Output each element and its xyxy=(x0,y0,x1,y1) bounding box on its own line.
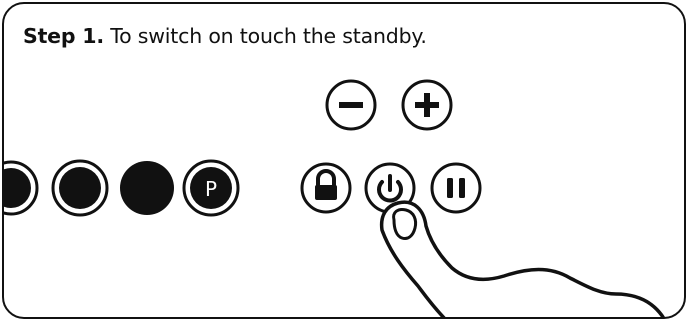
partial-button-icon xyxy=(4,162,37,214)
minus-icon xyxy=(339,102,363,108)
filled-button-2[interactable] xyxy=(120,161,174,215)
plus-button[interactable] xyxy=(403,81,451,129)
pointing-finger-illustration xyxy=(382,202,666,319)
filled-button-1[interactable] xyxy=(53,161,107,215)
control-panel-illustration: P xyxy=(4,4,686,319)
minus-button[interactable] xyxy=(327,81,375,129)
program-label: P xyxy=(205,177,217,201)
pause-button[interactable] xyxy=(432,164,480,212)
program-button[interactable]: P xyxy=(184,161,238,215)
fingernail xyxy=(394,209,416,238)
lock-button[interactable] xyxy=(302,164,350,212)
